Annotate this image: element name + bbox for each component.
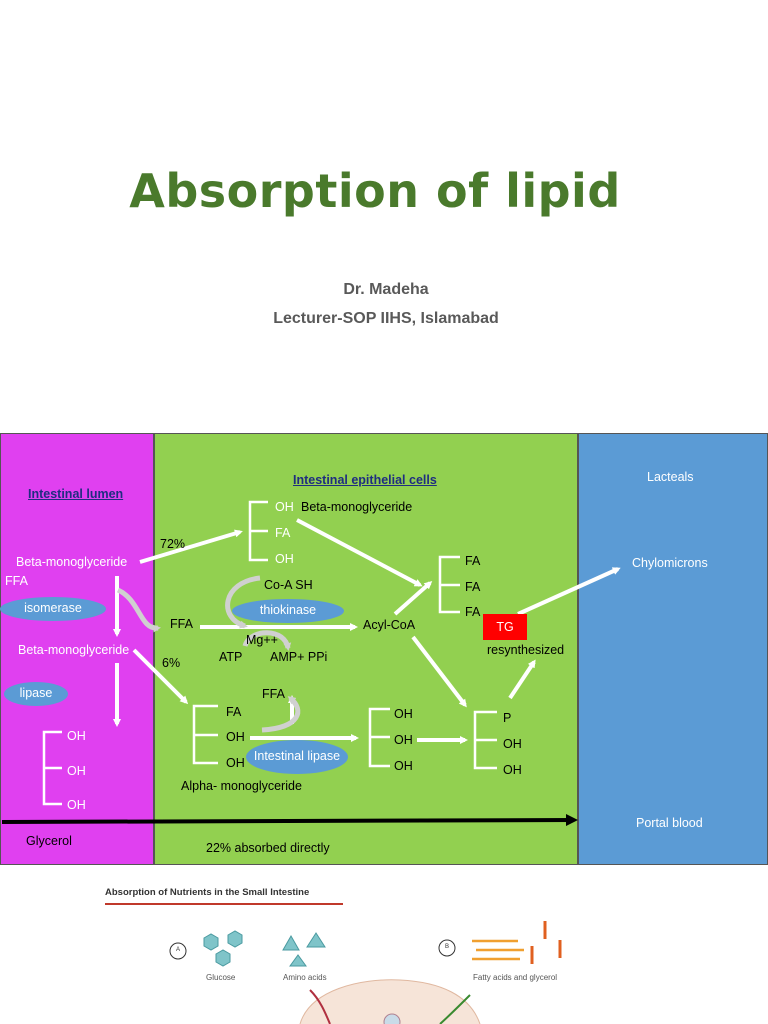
- isomerase-enzyme: isomerase: [0, 597, 106, 621]
- marker-a-circle: [169, 942, 187, 960]
- phosphate-p: P: [503, 711, 512, 725]
- beta-mg-label: Beta-monoglyceride: [301, 500, 413, 514]
- arrow-acylcoa-to-tg: [393, 581, 433, 616]
- arrow-acylcoa-to-phosphate: [411, 635, 467, 708]
- mg-label: Mg++: [246, 633, 278, 647]
- arrow-to-beta-mg: [139, 529, 243, 564]
- amino-triangle-2: [306, 932, 326, 948]
- glycerol-label: Glycerol: [26, 834, 72, 848]
- slide-title: Absorption of lipid: [129, 164, 621, 218]
- lacteals-label: Lacteals: [647, 470, 694, 484]
- beta-mg-oh-top: OH: [275, 500, 294, 514]
- lumen-glycerol-oh-1: OH: [67, 729, 86, 743]
- tg-bracket: [438, 555, 460, 614]
- percent-72: 72%: [160, 537, 186, 551]
- amino-triangle-1: [282, 934, 300, 951]
- percent-6: 6%: [162, 656, 181, 670]
- glycerol-bracket: [368, 707, 390, 768]
- arrow-tg-to-chylomicrons: [517, 567, 621, 616]
- alpha-mg-oh-2: OH: [226, 756, 245, 770]
- figure-title-underline: [105, 903, 343, 905]
- lipase-curve-arrow: [261, 696, 301, 733]
- glycerol-oh-1: OH: [394, 707, 413, 721]
- author-affiliation: Lecturer-SOP IIHS, Islamabad: [273, 310, 499, 327]
- villus-cell: [383, 1013, 401, 1024]
- alpha-mg-fa: FA: [226, 705, 242, 719]
- alpha-mg-oh-1: OH: [226, 730, 245, 744]
- alpha-mg-label: Alpha- monoglyceride: [181, 779, 302, 793]
- lumen-ffa: FFA: [5, 574, 28, 588]
- resynthesized-label: resynthesized: [487, 643, 565, 657]
- beta-mg-bracket: [248, 500, 268, 562]
- atp-label: ATP: [219, 650, 243, 664]
- amp-ppi-label: AMP+ PPi: [270, 650, 328, 664]
- arrow-beta-mg-to-tg: [296, 518, 423, 587]
- glucose-hexagon-2: [227, 930, 243, 948]
- portal-blood-label: Portal blood: [636, 816, 703, 830]
- coa-curve-arrow: [225, 575, 261, 629]
- chylomicrons-label: Chylomicrons: [632, 556, 708, 570]
- amino-acids-label: Amino acids: [283, 973, 327, 982]
- figure-title: Absorption of Nutrients in the Small Int…: [105, 887, 310, 898]
- fatty-acids-label: Fatty acids and glycerol: [473, 973, 558, 982]
- glucose-hexagon-1: [203, 933, 219, 951]
- absorbed-directly-label: 22% absorbed directly: [206, 841, 330, 855]
- phosphate-oh-1: OH: [503, 737, 522, 751]
- tg-fa-1: FA: [465, 554, 481, 568]
- marker-b-circle: [438, 939, 456, 957]
- marker-b-label: B: [445, 944, 450, 950]
- glycerol-oh-3: OH: [394, 759, 413, 773]
- phosphate-bracket: [473, 710, 497, 770]
- tg-fa-2: FA: [465, 580, 481, 594]
- phosphate-oh-2: OH: [503, 763, 522, 777]
- epithelial-cells-panel: [154, 433, 578, 865]
- epithelium-heading: Intestinal epithelial cells: [293, 473, 437, 487]
- coa-sh-label: Co-A SH: [264, 578, 313, 592]
- lumen-glycerol-oh-3: OH: [67, 798, 86, 812]
- ffa-label: FFA: [170, 617, 193, 631]
- tg-fa-3: FA: [465, 605, 481, 619]
- lumen-heading: Intestinal lumen: [28, 487, 124, 501]
- alpha-mg-bracket: [192, 704, 218, 765]
- lumen-beta-mg-2: Beta-monoglyceride: [18, 643, 130, 657]
- amino-triangle-3: [289, 954, 307, 967]
- arrow-phosphate-to-tg: [508, 659, 536, 700]
- arrow-to-alpha-mg: [132, 648, 189, 705]
- intestinal-lumen-panel: [0, 433, 154, 865]
- isomerase-curve-arrow: [116, 587, 161, 633]
- intestinal-lipase-enzyme: Intestinal lipase: [246, 740, 348, 774]
- acyl-coa-label: Acyl-CoA: [363, 618, 416, 632]
- lipase-enzyme: lipase: [4, 682, 68, 706]
- direct-absorption-arrow: [1, 814, 578, 827]
- tg-badge: TG: [483, 614, 527, 640]
- villus-red-arrow: [309, 989, 331, 1024]
- lumen-beta-mg-1: Beta-monoglyceride: [16, 555, 128, 569]
- atp-curve-arrow: [242, 630, 292, 651]
- beta-mg-fa: FA: [275, 526, 291, 540]
- ffa-2-label: FFA: [262, 687, 285, 701]
- lumen-glycerol-bracket: [42, 730, 62, 806]
- marker-a-label: A: [176, 947, 181, 953]
- lumen-glycerol-oh-2: OH: [67, 764, 86, 778]
- blood-panel: [578, 433, 768, 865]
- villus-green-arrow: [439, 994, 471, 1024]
- glucose-label: Glucose: [206, 973, 236, 982]
- author-name: Dr. Madeha: [343, 281, 429, 298]
- glycerol-oh-2: OH: [394, 733, 413, 747]
- glucose-hexagon-3: [215, 949, 231, 967]
- thiokinase-enzyme: thiokinase: [232, 599, 344, 623]
- beta-mg-oh-bottom: OH: [275, 552, 294, 566]
